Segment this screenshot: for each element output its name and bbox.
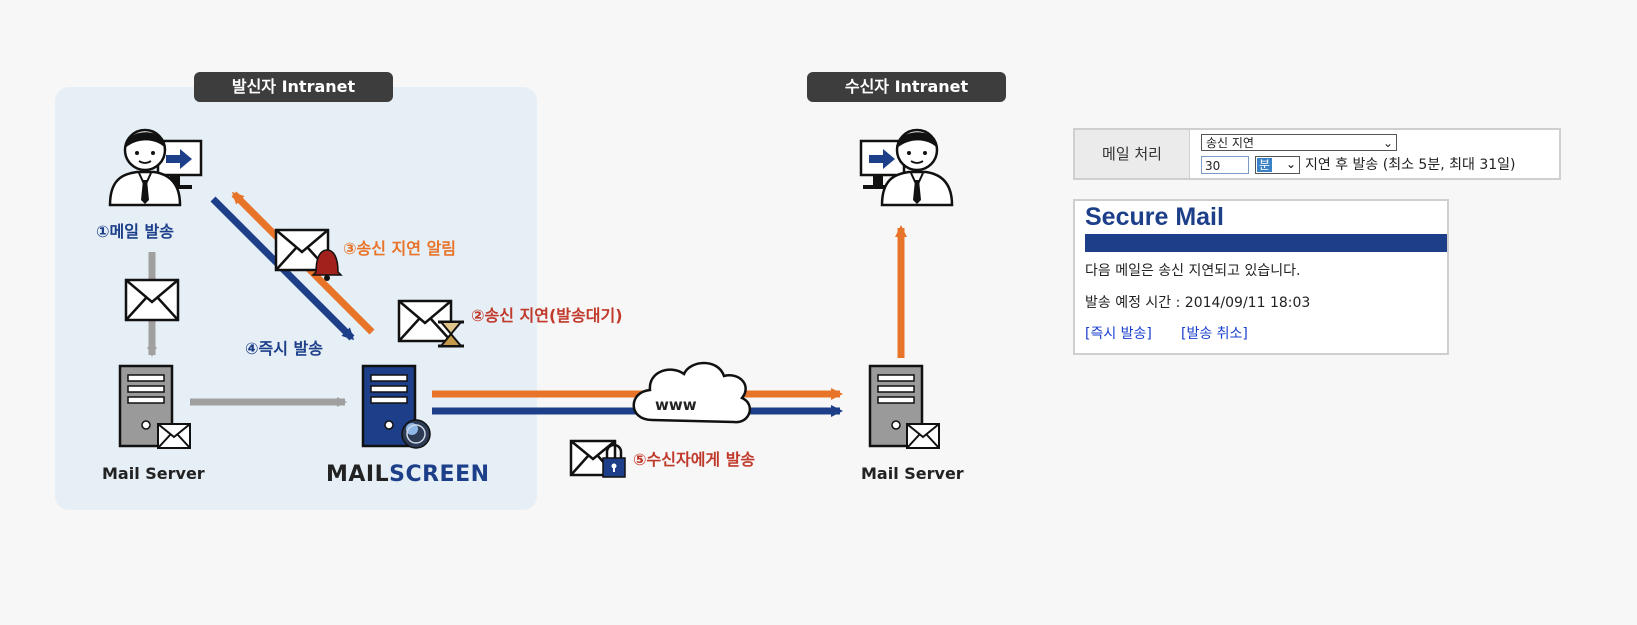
delay-description: 지연 후 발송 (최소 5분, 최대 31일) bbox=[1305, 157, 1516, 173]
mail-envelope-icon bbox=[124, 278, 180, 322]
receiver-user-icon bbox=[859, 128, 954, 207]
sender-intranet-title: 발신자 Intranet bbox=[194, 72, 393, 102]
secure-mail-title-bar bbox=[1085, 234, 1447, 252]
notify-envelope-icon bbox=[274, 228, 343, 281]
internet-cloud-icon bbox=[632, 361, 752, 424]
brand-part-mail: MAIL bbox=[326, 462, 390, 487]
secure-mail-schedule: 발송 예정 시간 : 2014/09/11 18:03 bbox=[1085, 295, 1311, 311]
receiver-intranet-title: 수신자 Intranet bbox=[807, 72, 1006, 102]
delay-unit-value: 분 bbox=[1257, 158, 1273, 172]
brand-part-screen: SCREEN bbox=[389, 462, 490, 487]
cloud-label: www bbox=[655, 396, 697, 414]
delay-unit-select[interactable]: 분 ⌄ bbox=[1255, 156, 1300, 174]
mailscreen-server-icon bbox=[361, 364, 431, 449]
secure-mail-message: 다음 메일은 송신 지연되고 있습니다. bbox=[1085, 263, 1301, 279]
delay-value-input[interactable]: 30 bbox=[1201, 156, 1249, 174]
processing-mode-value: 송신 지연 bbox=[1206, 136, 1254, 150]
sender-mail-server-icon bbox=[118, 364, 191, 449]
locked-envelope-icon bbox=[569, 439, 626, 478]
mailscreen-logo: MAILSCREEN bbox=[326, 462, 490, 487]
sender-user-icon bbox=[108, 128, 203, 207]
step-send-mail-label: ①메일 발송 bbox=[96, 222, 174, 241]
step-delay-label: ②송신 지연(발송대기) bbox=[471, 306, 623, 325]
cancel-send-link[interactable]: [발송 취소] bbox=[1181, 326, 1248, 342]
step-to-receiver-label: ⑤수신자에게 발송 bbox=[633, 450, 756, 469]
sender-server-label: Mail Server bbox=[102, 464, 205, 483]
chevron-down-icon: ⌄ bbox=[1382, 136, 1393, 150]
step-notify-label: ③송신 지연 알림 bbox=[343, 239, 457, 258]
delay-envelope-icon bbox=[397, 299, 464, 348]
secure-mail-title: Secure Mail bbox=[1085, 203, 1224, 231]
step-instant-label: ④즉시 발송 bbox=[245, 339, 323, 358]
receiver-mail-server-icon bbox=[868, 364, 940, 449]
instant-send-link[interactable]: [즉시 발송] bbox=[1085, 326, 1152, 342]
mail-processing-settings: 메일 처리 송신 지연 ⌄ 30 분 ⌄ 지연 후 발송 (최소 5분, 최대 … bbox=[1073, 128, 1561, 180]
mail-processing-header: 메일 처리 bbox=[1075, 130, 1190, 178]
chevron-down-icon: ⌄ bbox=[1285, 157, 1296, 171]
secure-mail-notice: Secure Mail 다음 메일은 송신 지연되고 있습니다. 발송 예정 시… bbox=[1073, 199, 1449, 355]
processing-mode-select[interactable]: 송신 지연 ⌄ bbox=[1201, 134, 1397, 151]
receiver-server-label: Mail Server bbox=[861, 464, 964, 483]
